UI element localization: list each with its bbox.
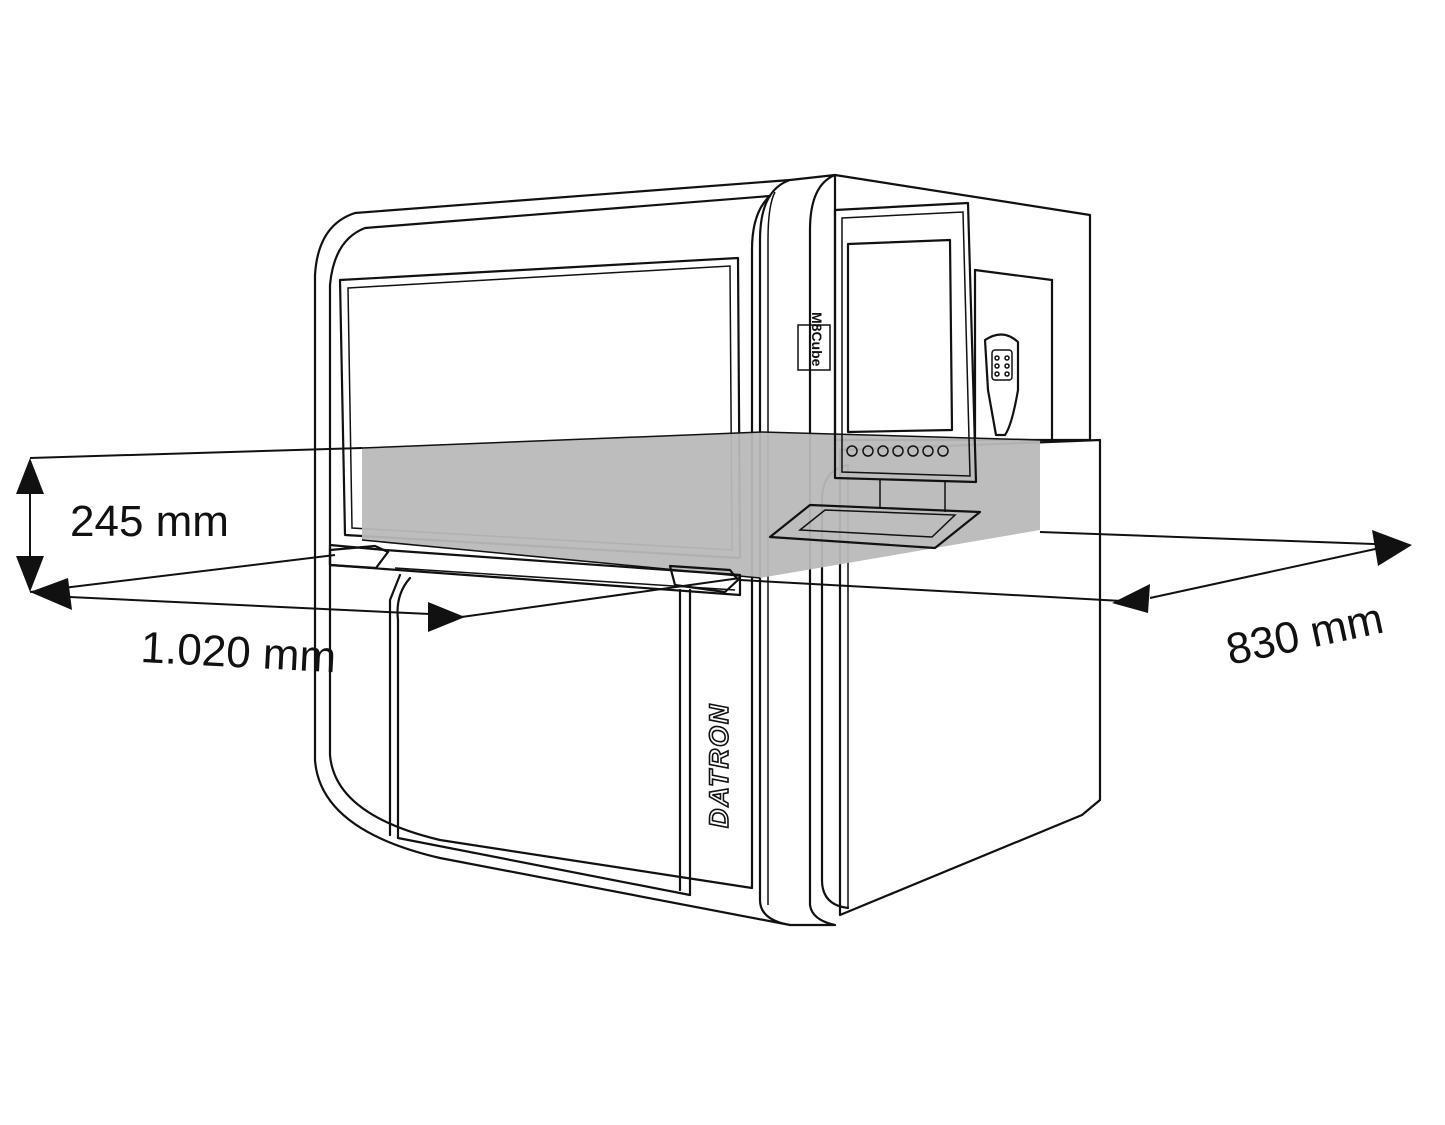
control-panel: M8Cube [797,201,978,484]
depth-dimension-label: 830 mm [1222,594,1388,675]
panel-buttons [846,445,949,457]
dimension-height: 245 mm [16,447,363,592]
model-label: M8Cube [809,312,825,367]
width-dimension-label: 1.020 mm [139,623,337,682]
monitor-screen [846,238,954,434]
keyboard-tray [768,480,982,550]
height-dimension-label: 245 mm [70,497,229,546]
handheld-pendant-icon [983,333,1020,437]
front-frame [313,173,837,927]
lower-door [388,573,692,897]
brand-logo: DATRON [704,703,734,828]
dimension-width: 1.020 mm [29,554,741,682]
